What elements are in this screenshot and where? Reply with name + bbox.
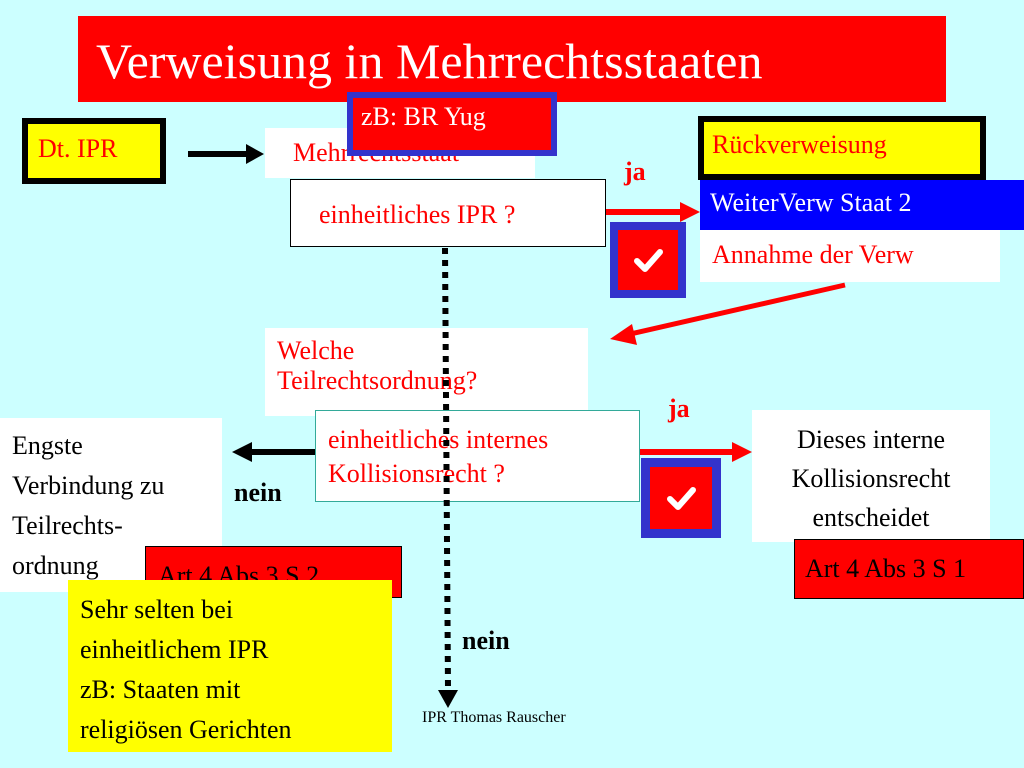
engste-line-2: Verbindung zu bbox=[12, 471, 165, 500]
arrow-ja-2 bbox=[640, 442, 752, 462]
einheitliches-ipr-box: einheitliches IPR ? bbox=[290, 179, 606, 247]
rueckverweisung-box: Rückverweisung bbox=[698, 116, 986, 180]
weiterverw-box: WeiterVerw Staat 2 bbox=[700, 180, 1024, 230]
check-icon bbox=[618, 230, 678, 290]
check-icon bbox=[650, 467, 712, 529]
dieses-line-3: entscheidet bbox=[812, 503, 930, 532]
ja-label-1: ja bbox=[624, 157, 646, 186]
check-button-2 bbox=[641, 458, 721, 538]
nein-label-1: nein bbox=[234, 478, 282, 507]
sehr-selten-box: Sehr selten bei einheitlichem IPR zB: St… bbox=[68, 580, 392, 752]
dotted-arrow-nein bbox=[438, 247, 458, 708]
dieses-line-1: Dieses interne bbox=[796, 425, 945, 454]
check-button-1 bbox=[610, 222, 686, 298]
selten-line-2: einheitlichem IPR bbox=[80, 635, 269, 664]
dieses-line-2: Kollisionsrecht bbox=[791, 464, 951, 493]
selten-line-4: religiösen Gerichten bbox=[80, 715, 292, 744]
zb-yug-box: zB: BR Yug bbox=[347, 92, 557, 156]
engste-line-3: Teilrechts- bbox=[12, 511, 123, 540]
selten-line-3: zB: Staaten mit bbox=[80, 675, 241, 704]
dt-ipr-box: Dt. IPR bbox=[22, 118, 166, 184]
internes-line-1: einheitliches internes bbox=[328, 425, 549, 454]
zb-yug-label: zB: BR Yug bbox=[353, 98, 551, 150]
page-title: Verweisung in Mehrrechtsstaaten bbox=[78, 16, 946, 102]
arrow-nein-1 bbox=[232, 442, 315, 462]
welche-line-1: Welche bbox=[277, 336, 355, 365]
dieses-interne-box: Dieses interne Kollisionsrecht entscheid… bbox=[752, 410, 990, 542]
internes-line-2: Kollisionsrecht ? bbox=[328, 459, 505, 488]
footer-author: IPR Thomas Rauscher bbox=[422, 709, 566, 726]
arrow-ja-1 bbox=[606, 202, 700, 222]
engste-line-1: Engste bbox=[12, 431, 83, 460]
selten-line-1: Sehr selten bei bbox=[80, 595, 234, 624]
engste-line-4: ordnung bbox=[12, 551, 99, 580]
ja-label-2: ja bbox=[668, 394, 690, 423]
arrow-dt-to-mehrrecht bbox=[188, 144, 264, 164]
internes-kollisionsrecht-box: einheitliches internes Kollisionsrecht ? bbox=[315, 410, 640, 502]
art-s1-box: Art 4 Abs 3 S 1 bbox=[794, 539, 1024, 599]
arrow-annahme-to-welche bbox=[610, 282, 846, 345]
annahme-box: Annahme der Verw bbox=[700, 230, 1000, 282]
nein-label-2: nein bbox=[462, 626, 510, 655]
